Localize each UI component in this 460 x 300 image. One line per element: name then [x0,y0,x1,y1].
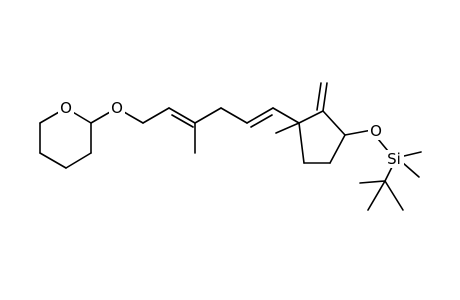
cyclopentane-ring [275,82,346,164]
bond-o-si [377,138,389,152]
bond-ring-ch2-qc [298,122,305,164]
bond-ring-methylene-c-cho [322,110,346,136]
silicon-label: Si [387,150,401,168]
tetrahydropyran-ring [39,107,92,169]
bond-cho-o [344,129,373,136]
bond-si-tert-butyl [384,166,393,182]
bond-tbu-methyl-right [384,180,404,211]
diene-side-chain [142,107,300,154]
bond-c7-ring-quaternary [272,107,300,124]
atom-labels: O O O Si [58,99,404,168]
bond-tbu-methyl-down [367,180,386,211]
bond-tbu-methyl-left [359,180,386,184]
bond-thp-c3-c4 [65,152,92,169]
bond-double-c3-c4 [168,107,196,124]
bond-double-c6-c7-inner [250,114,273,128]
bond-ch2-c3 [142,107,170,124]
ring-oxygen-label: O [60,99,72,117]
bond-ring-cho-ch2 [329,134,346,164]
bond-double-exo-methylene [322,82,328,112]
bond-si-methyl-2 [402,162,420,178]
bond-si-methyl-1 [403,151,422,157]
silyl-ether-oxygen-label: O [370,122,382,140]
ether-oxygen-label: O [111,99,123,117]
bond-c4-c5 [194,107,222,124]
bond-double-c6-c7 [246,107,274,124]
bond-ring-qc-methylene-c [298,110,324,124]
bond-double-c3-c4-inner [171,114,194,128]
bond-c5-c6 [220,107,248,124]
bond-qc-methyl [275,122,300,134]
bond-thp-c4-c5 [39,152,67,169]
tbs-silyl-ether [344,129,422,211]
bond-double-exo-methylene-inner [316,82,322,111]
